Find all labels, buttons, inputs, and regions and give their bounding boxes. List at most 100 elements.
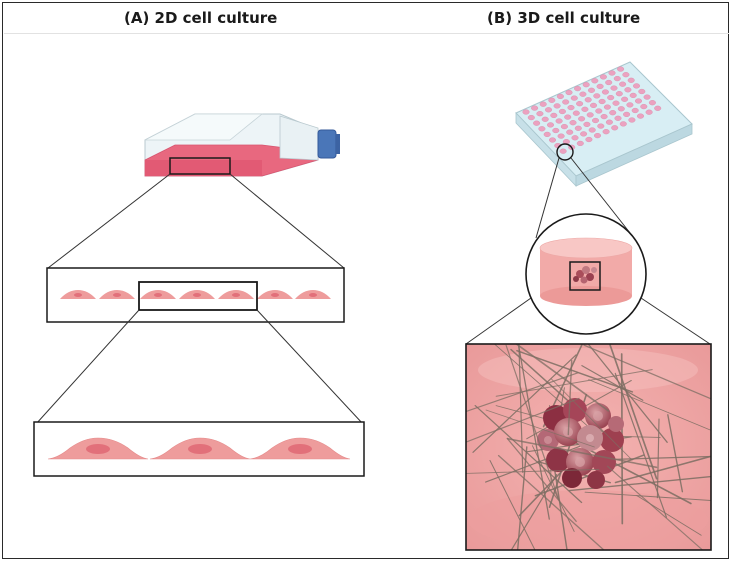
strip-selection-box (138, 281, 258, 311)
well (615, 91, 623, 97)
well (605, 119, 613, 125)
well (572, 110, 580, 116)
title-separator (4, 33, 729, 34)
scaffold-fiber (614, 372, 668, 518)
well-plate-icon (515, 61, 693, 187)
well (593, 93, 601, 99)
well (560, 123, 568, 130)
well (605, 79, 613, 86)
panel-b-title: (B) 3D cell culture (487, 9, 641, 27)
scaffold-fiber (584, 491, 711, 501)
well (567, 104, 575, 111)
enlarged-cell (47, 437, 149, 460)
well (564, 114, 572, 120)
well (633, 83, 641, 89)
well (565, 89, 573, 96)
well (522, 109, 530, 115)
well (584, 97, 592, 103)
small-cell-row (60, 290, 331, 299)
well (640, 103, 648, 110)
scaffold-fiber (588, 379, 711, 431)
well (569, 120, 577, 126)
well (531, 105, 539, 111)
well (574, 125, 582, 131)
scaffold-fiber (489, 459, 536, 550)
scaffold-fiber (466, 468, 600, 474)
well (628, 117, 636, 123)
scaffold-fiber (667, 414, 684, 493)
well (552, 127, 560, 134)
well (594, 133, 602, 139)
well (588, 87, 596, 93)
well (576, 101, 584, 107)
scaffold-fiber (506, 437, 658, 469)
zoom-line (535, 157, 560, 239)
scaffold-fiber (581, 365, 644, 401)
scaffold-fiber (474, 404, 583, 504)
well (643, 94, 651, 100)
well (622, 72, 630, 78)
enlarged-cell-box (33, 421, 365, 477)
well (654, 105, 662, 111)
well (545, 107, 553, 113)
scaffold-fiber (608, 344, 658, 480)
zoom-line (35, 309, 140, 425)
well (619, 81, 627, 87)
scaffold-fiber (485, 409, 595, 448)
well (601, 89, 609, 95)
well (539, 101, 547, 107)
panel-a-title: (A) 2D cell culture (124, 9, 278, 27)
well (547, 122, 555, 128)
well (591, 78, 599, 84)
well (610, 85, 618, 91)
well (583, 121, 591, 128)
well (541, 116, 549, 122)
well (626, 102, 634, 108)
well (627, 77, 635, 83)
zoom-line (229, 173, 345, 269)
scaffold-zoom-box (465, 343, 712, 551)
well (590, 102, 598, 109)
well (538, 126, 546, 132)
well (548, 97, 556, 103)
well (621, 96, 629, 102)
well (527, 114, 535, 121)
well-grid (522, 66, 662, 154)
well (571, 135, 579, 141)
well (614, 115, 622, 121)
well (579, 91, 587, 97)
scaffold-fiber (510, 474, 558, 550)
well (586, 112, 594, 118)
well (637, 113, 645, 119)
well (566, 129, 574, 135)
scaffold-fiber (583, 344, 711, 400)
zoom-line (465, 297, 532, 345)
well (576, 140, 584, 147)
well (570, 95, 578, 101)
scaffold-fiber (515, 344, 610, 412)
well (645, 109, 653, 115)
well (595, 108, 603, 114)
well (623, 111, 631, 118)
well (635, 98, 643, 104)
well (581, 106, 589, 112)
well (597, 123, 605, 129)
well (619, 121, 627, 127)
well (549, 137, 557, 143)
well (556, 93, 564, 100)
culture-flask-icon (144, 113, 340, 177)
scaffold-fiber (606, 465, 704, 550)
well (602, 129, 610, 135)
zoom-line (570, 157, 635, 239)
well (617, 66, 625, 72)
zoom-line (640, 297, 711, 345)
well (631, 107, 639, 114)
well (617, 106, 625, 112)
scaffold-fiber (551, 378, 633, 461)
well (543, 131, 551, 138)
enlarged-cell (149, 437, 251, 460)
zoom-line (256, 309, 364, 425)
figure-frame (2, 2, 729, 559)
